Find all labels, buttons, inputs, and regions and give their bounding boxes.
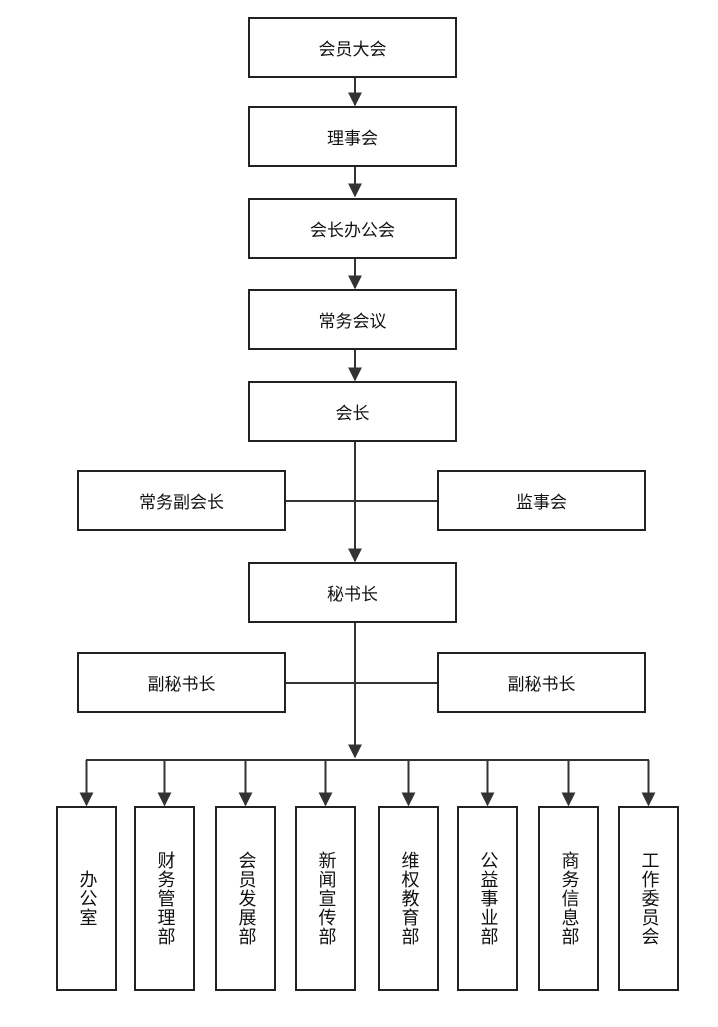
department-label: 办公室 (76, 870, 98, 927)
department-membership-box[interactable]: 会员发展部 (215, 806, 276, 991)
department-label: 财务管理部 (154, 851, 176, 946)
department-label: 会员发展部 (235, 851, 257, 946)
department-label: 维权教育部 (398, 851, 420, 946)
department-label: 新闻宣传部 (315, 851, 337, 946)
board-of-supervisors-label: 监事会 (516, 493, 567, 513)
president-office-meeting-box[interactable]: 会长办公会 (248, 198, 457, 259)
department-finance-box[interactable]: 财务管理部 (134, 806, 195, 991)
department-public-welfare-box[interactable]: 公益事业部 (457, 806, 518, 991)
department-publicity-box[interactable]: 新闻宣传部 (295, 806, 356, 991)
council-label: 理事会 (327, 129, 378, 149)
department-label: 工作委员会 (638, 851, 660, 946)
general-assembly-label: 会员大会 (318, 40, 387, 60)
board-of-supervisors-box[interactable]: 监事会 (437, 470, 646, 531)
general-assembly-box[interactable]: 会员大会 (248, 17, 457, 78)
deputy-secretary-left-box[interactable]: 副秘书长 (77, 652, 286, 713)
department-office-box[interactable]: 办公室 (56, 806, 117, 991)
deputy-secretary-right-box[interactable]: 副秘书长 (437, 652, 646, 713)
standing-meeting-label: 常务会议 (318, 312, 387, 332)
deputy-secretary-right-label: 副秘书长 (507, 675, 576, 695)
president-office-meeting-label: 会长办公会 (310, 221, 395, 241)
executive-vice-president-label: 常务副会长 (139, 493, 224, 513)
department-work-committee-box[interactable]: 工作委员会 (618, 806, 679, 991)
deputy-secretary-left-label: 副秘书长 (147, 675, 216, 695)
secretary-general-label: 秘书长 (327, 585, 378, 605)
department-rights-education-box[interactable]: 维权教育部 (378, 806, 439, 991)
secretary-general-box[interactable]: 秘书长 (248, 562, 457, 623)
standing-meeting-box[interactable]: 常务会议 (248, 289, 457, 350)
president-box[interactable]: 会长 (248, 381, 457, 442)
executive-vice-president-box[interactable]: 常务副会长 (77, 470, 286, 531)
department-drops (79, 760, 656, 807)
president-label: 会长 (335, 404, 370, 424)
department-label: 公益事业部 (477, 851, 499, 946)
department-label: 商务信息部 (558, 851, 580, 946)
department-business-info-box[interactable]: 商务信息部 (538, 806, 599, 991)
council-box[interactable]: 理事会 (248, 106, 457, 167)
